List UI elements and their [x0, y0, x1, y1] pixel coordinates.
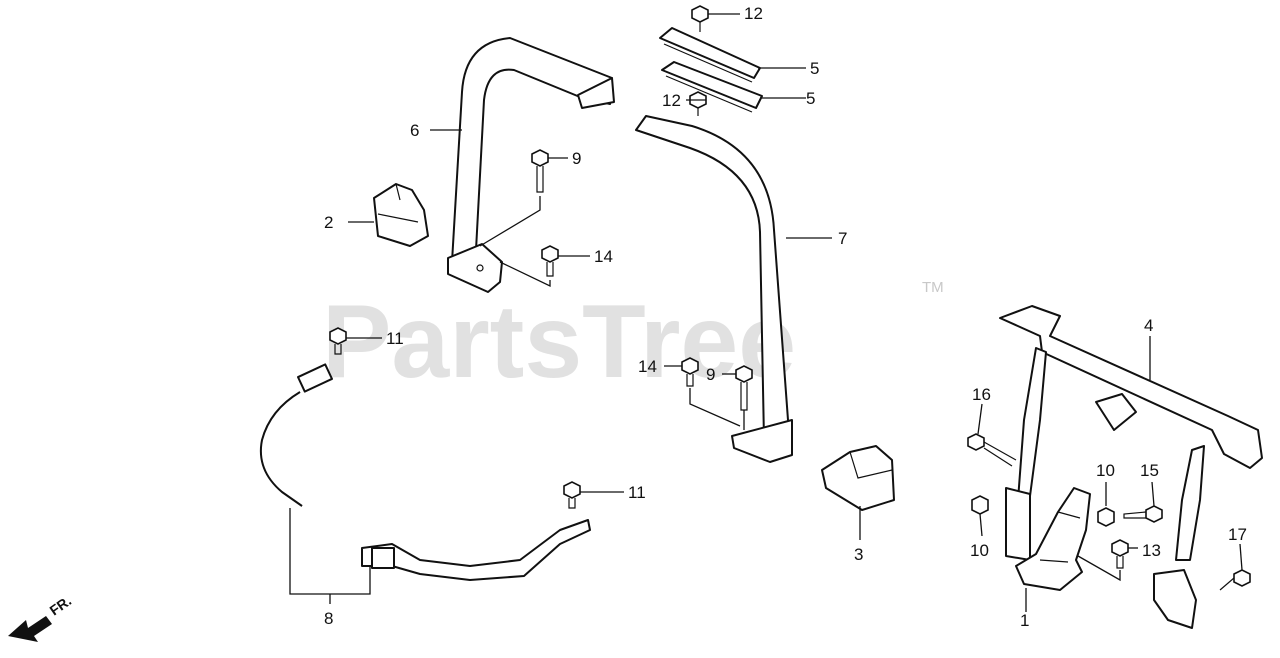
nut-10-left[interactable] — [971, 495, 989, 515]
bolt-9-left[interactable] — [531, 149, 549, 193]
callout-1: 1 — [1020, 611, 1029, 630]
callout-4: 4 — [1144, 316, 1153, 335]
bolt-14-right[interactable] — [681, 357, 699, 387]
callout-14-left: 14 — [594, 247, 613, 266]
watermark-trademark: TM — [922, 279, 944, 296]
callout-16: 16 — [972, 385, 991, 404]
part-2-left-cover-block[interactable] — [373, 183, 429, 247]
callout-11-top: 11 — [386, 329, 404, 348]
bolt-12-top[interactable] — [691, 5, 709, 32]
bolt-12-middle[interactable] — [689, 91, 707, 116]
nut-10-right[interactable] — [1097, 507, 1115, 527]
bolt-11-bottom[interactable] — [563, 481, 581, 509]
part-6-left-roll-bar[interactable] — [447, 37, 615, 293]
callout-9-right: 9 — [706, 365, 715, 384]
front-direction-arrow-icon — [8, 616, 52, 642]
part-3-right-cover-block[interactable] — [821, 445, 895, 511]
callout-3: 3 — [854, 545, 863, 564]
bolt-17[interactable] — [1219, 569, 1251, 591]
part-7-right-roll-bar[interactable] — [635, 115, 793, 463]
callout-5-lower: 5 — [806, 89, 815, 108]
bolt-15[interactable] — [1123, 505, 1163, 523]
callout-15: 15 — [1140, 461, 1159, 480]
part-4-main-frame[interactable] — [999, 305, 1263, 629]
callout-12-middle: 12 — [662, 91, 681, 110]
bolt-16[interactable] — [967, 433, 1017, 467]
callout-8: 8 — [324, 609, 333, 628]
leader-lines — [289, 13, 1243, 612]
callout-14-right: 14 — [638, 357, 657, 376]
callout-10-right: 10 — [1096, 461, 1115, 480]
part-1-mount-bracket[interactable] — [1015, 487, 1091, 591]
bolt-11-top[interactable] — [329, 327, 347, 355]
part-5-lower-clamp-plate[interactable] — [661, 61, 763, 113]
callout-10-left: 10 — [970, 541, 989, 560]
callout-11-bottom: 11 — [628, 483, 646, 502]
bolt-13[interactable] — [1111, 539, 1129, 569]
part-8-seat-belt[interactable] — [260, 363, 591, 581]
callout-7: 7 — [838, 229, 847, 248]
callout-2: 2 — [324, 213, 333, 232]
callout-13: 13 — [1142, 541, 1161, 560]
callout-9-left: 9 — [572, 149, 581, 168]
callout-12-top: 12 — [744, 4, 763, 23]
front-label: FR. — [47, 592, 75, 618]
watermark: PartsTree — [322, 284, 796, 400]
bolt-14-left[interactable] — [541, 245, 559, 277]
callout-6: 6 — [410, 121, 419, 140]
callout-17: 17 — [1228, 525, 1247, 544]
callout-5-upper: 5 — [810, 59, 819, 78]
